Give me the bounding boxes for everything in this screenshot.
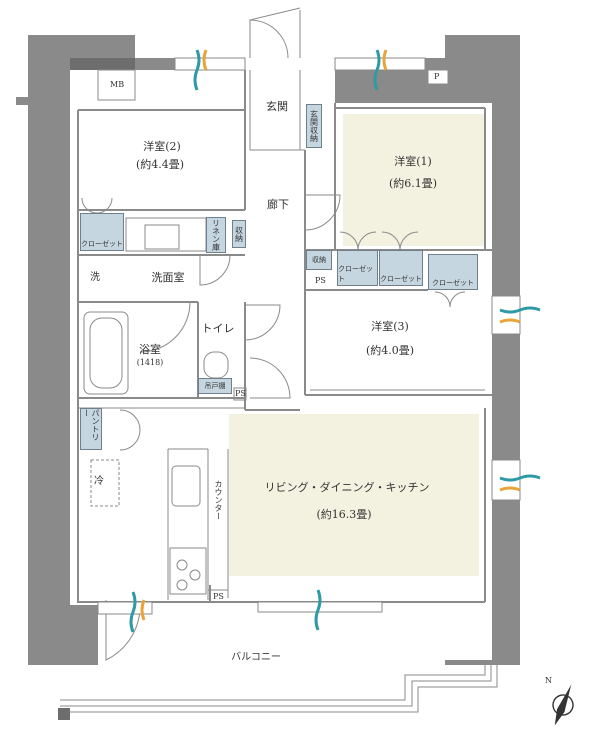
closet-room2: クローゼット	[80, 213, 124, 251]
western2-area: (約4.4畳)	[135, 158, 185, 171]
drain-post	[58, 708, 70, 720]
bath-size: (1418)	[136, 358, 164, 367]
ps-label-toilet: PS	[235, 389, 246, 398]
vent-arrows	[129, 49, 541, 633]
counter-label: カウンター	[214, 480, 223, 520]
fridge-label: 冷	[94, 476, 104, 487]
western1-floor	[343, 114, 485, 246]
mb-box	[97, 69, 136, 101]
ldk-area: (約16.3畳)	[316, 508, 372, 521]
western2-name: 洋室(2)	[143, 140, 181, 153]
storage-room1: 収納	[306, 250, 332, 270]
bath-name: 浴室	[139, 343, 161, 356]
western3-area: (約4.0畳)	[365, 344, 415, 357]
ps-label-room1: PS	[315, 276, 326, 285]
balcony-name: バルコニー	[231, 652, 281, 663]
mb-label: MB	[110, 80, 125, 89]
closet-room1-right: クローゼット	[379, 250, 423, 286]
western3-name: 洋室(3)	[371, 320, 409, 333]
western1-area: (約6.1畳)	[388, 177, 438, 190]
p-label: P	[434, 72, 440, 81]
compass-icon	[552, 684, 574, 726]
ps-label-kitchen: PS	[213, 592, 224, 601]
balcony-outline	[60, 662, 498, 713]
closet-room3: クローゼット	[428, 254, 478, 290]
door-swings	[81, 7, 466, 661]
linen-storage: リネン庫	[206, 217, 226, 253]
p-box	[427, 69, 449, 85]
hanging-cabinet: 吊戸棚	[198, 378, 232, 394]
entrance-storage: 玄関収納	[306, 104, 322, 148]
ldk-name: リビング・ダイニング・キッチン	[264, 481, 430, 494]
toilet-name: トイレ	[201, 322, 235, 335]
pantry: パントリー	[80, 408, 102, 450]
ldk-floor	[229, 414, 479, 576]
structural-walls	[16, 35, 520, 665]
entrance-name: 玄関	[266, 100, 288, 113]
closet-room1-left: クローゼット	[337, 250, 378, 286]
western1-name: 洋室(1)	[394, 155, 432, 168]
washroom-name: 洗面室	[151, 271, 185, 284]
storage-hall: 収納	[232, 220, 246, 248]
detail-lines	[78, 70, 485, 600]
hallway-name: 廊下	[267, 198, 289, 211]
compass-label: N	[545, 676, 552, 685]
washer-label: 洗	[90, 272, 100, 283]
